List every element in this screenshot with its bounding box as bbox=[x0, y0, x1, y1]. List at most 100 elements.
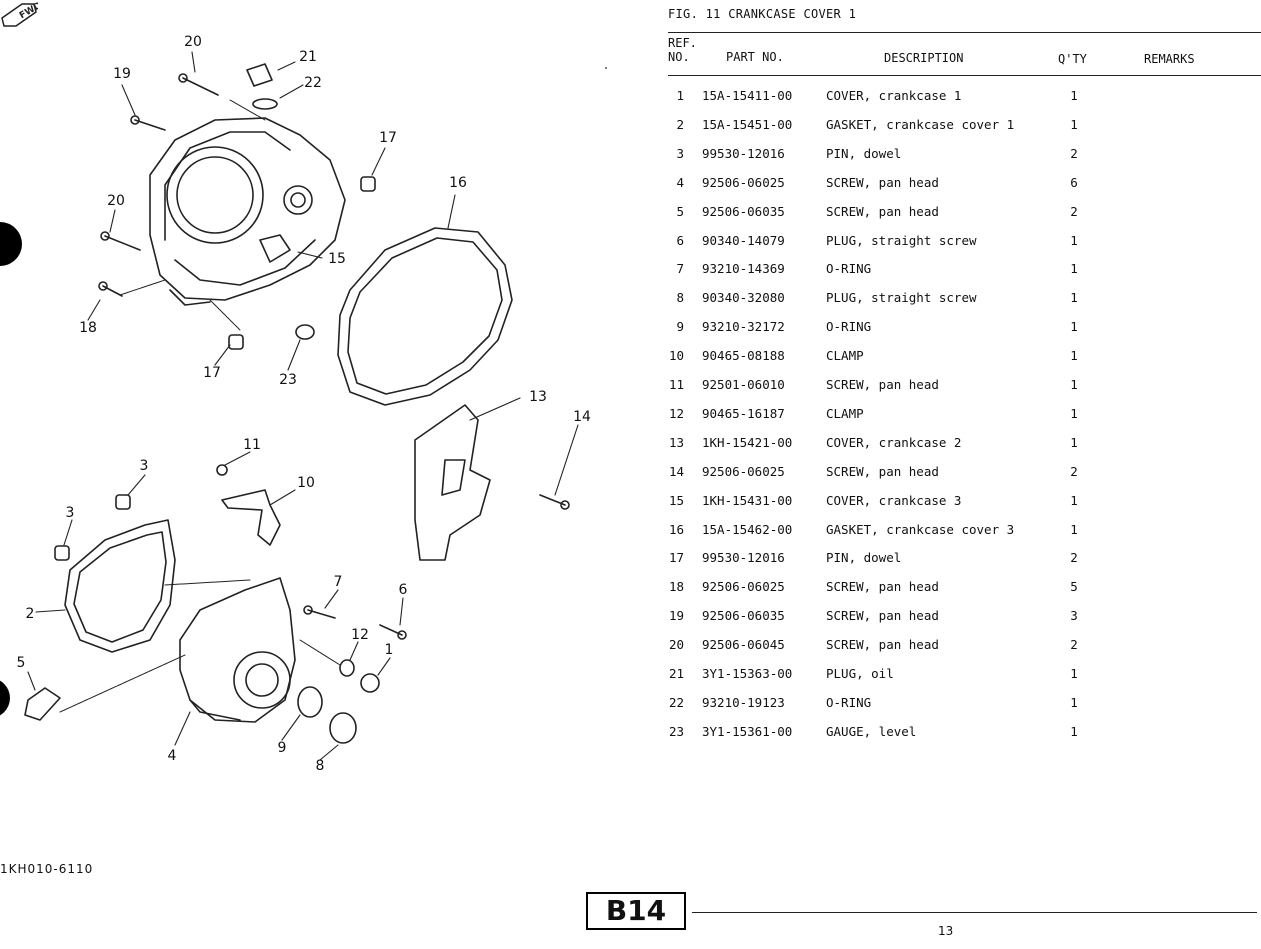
callout-number: 6 bbox=[398, 582, 408, 598]
ref-cell: 10 bbox=[668, 348, 684, 364]
callout-number: 9 bbox=[277, 740, 287, 756]
qty-cell: 1 bbox=[1070, 261, 1078, 277]
description-cell: CLAMP bbox=[826, 405, 864, 421]
callout-number: 22 bbox=[304, 75, 322, 91]
callout-number: 4 bbox=[167, 748, 177, 764]
ref-cell: 6 bbox=[676, 232, 684, 248]
qty-cell: 6 bbox=[1070, 174, 1078, 190]
part-no-cell: 1KH-15421-00 bbox=[702, 434, 793, 450]
part-no-cell: 92506-06025 bbox=[702, 579, 785, 595]
ref-cell: 15 bbox=[668, 492, 684, 508]
figure-code: 1KH010-6110 bbox=[0, 862, 94, 876]
description-cell: O-RING bbox=[826, 694, 872, 710]
callout-number: 1 bbox=[384, 642, 394, 658]
ref-cell: 8 bbox=[676, 290, 684, 306]
qty-cell: 1 bbox=[1070, 348, 1078, 364]
page-number: 13 bbox=[938, 924, 954, 938]
callout-number: 11 bbox=[243, 437, 261, 453]
callout-number: 8 bbox=[315, 758, 325, 774]
ref-cell: 5 bbox=[676, 203, 684, 219]
callout-number: 14 bbox=[573, 409, 591, 425]
description-cell: COVER, crankcase 1 bbox=[826, 88, 962, 103]
qty-cell: 1 bbox=[1070, 666, 1078, 681]
ref-cell: 23 bbox=[668, 723, 684, 739]
ref-cell: 19 bbox=[668, 608, 684, 624]
qty-cell: 1 bbox=[1070, 694, 1078, 710]
qty-cell: 1 bbox=[1070, 492, 1078, 508]
description-cell: PLUG, straight screw bbox=[826, 290, 977, 306]
section-code-box: B14 bbox=[586, 892, 686, 930]
callout-number: 3 bbox=[139, 458, 149, 474]
part-no-cell: 99530-12016 bbox=[702, 145, 785, 161]
header-ref-no: REF. NO. bbox=[668, 36, 697, 64]
description-cell: SCREW, pan head bbox=[826, 608, 939, 624]
ref-cell: 22 bbox=[668, 694, 684, 710]
footer-rule bbox=[692, 912, 1257, 913]
figure-title: FIG. 11 CRANKCASE COVER 1 bbox=[668, 7, 857, 21]
header-top-rule bbox=[668, 32, 1261, 33]
gasket-1-drawing bbox=[64, 519, 176, 653]
binder-hole-bottom bbox=[0, 678, 10, 718]
table-row: 15 1KH-15431-00 COVER, crankcase 3 1 bbox=[668, 493, 1261, 513]
qty-cell: 2 bbox=[1070, 203, 1078, 219]
crankcase-cover-2-drawing bbox=[414, 404, 570, 561]
part-no-cell: 1KH-15431-00 bbox=[702, 492, 793, 508]
binder-hole-top bbox=[0, 222, 22, 266]
callout-number: 17 bbox=[379, 130, 397, 146]
ref-cell: 1 bbox=[676, 88, 684, 103]
ref-cell: 17 bbox=[668, 550, 684, 566]
part-no-cell: 3Y1-15363-00 bbox=[702, 666, 793, 681]
part-no-cell: 92506-06045 bbox=[702, 637, 785, 653]
fwd-arrow-icon: FWD bbox=[1, 1, 38, 27]
part-no-cell: 93210-14369 bbox=[702, 261, 785, 277]
header-ref-line2: NO. bbox=[668, 50, 690, 64]
oil-plug-drawing bbox=[246, 63, 278, 110]
callout-number: 7 bbox=[333, 574, 343, 590]
part-no-cell: 15A-15462-00 bbox=[702, 521, 793, 537]
qty-cell: 1 bbox=[1070, 116, 1078, 132]
callout-number: 13 bbox=[529, 389, 547, 405]
callout-number: 2 bbox=[25, 606, 35, 622]
ref-cell: 3 bbox=[676, 145, 684, 161]
ref-cell: 2 bbox=[676, 116, 684, 132]
callout-number: 3 bbox=[65, 505, 75, 521]
screws-upper bbox=[98, 73, 219, 297]
description-cell: COVER, crankcase 3 bbox=[826, 492, 962, 508]
crankcase-cover-1-drawing bbox=[179, 577, 296, 723]
description-cell: PIN, dowel bbox=[826, 145, 902, 161]
qty-cell: 2 bbox=[1070, 463, 1078, 479]
ref-cell: 20 bbox=[668, 637, 684, 653]
callout-number: 15 bbox=[328, 251, 346, 267]
part-no-cell: 15A-15451-00 bbox=[702, 116, 793, 132]
part-no-cell: 92506-06035 bbox=[702, 203, 785, 219]
callout-number: 20 bbox=[107, 193, 125, 209]
callout-number: 18 bbox=[79, 320, 97, 336]
callout-number: 21 bbox=[299, 49, 317, 65]
header-ref-line1: REF. bbox=[668, 36, 697, 50]
description-cell: SCREW, pan head bbox=[826, 377, 939, 392]
header-description: DESCRIPTION bbox=[884, 51, 964, 65]
callout-number: 16 bbox=[449, 175, 467, 191]
description-cell: O-RING bbox=[826, 319, 872, 335]
description-cell: COVER, crankcase 2 bbox=[826, 434, 962, 450]
header-part-no: PART NO. bbox=[726, 50, 784, 64]
ref-cell: 16 bbox=[668, 521, 684, 537]
